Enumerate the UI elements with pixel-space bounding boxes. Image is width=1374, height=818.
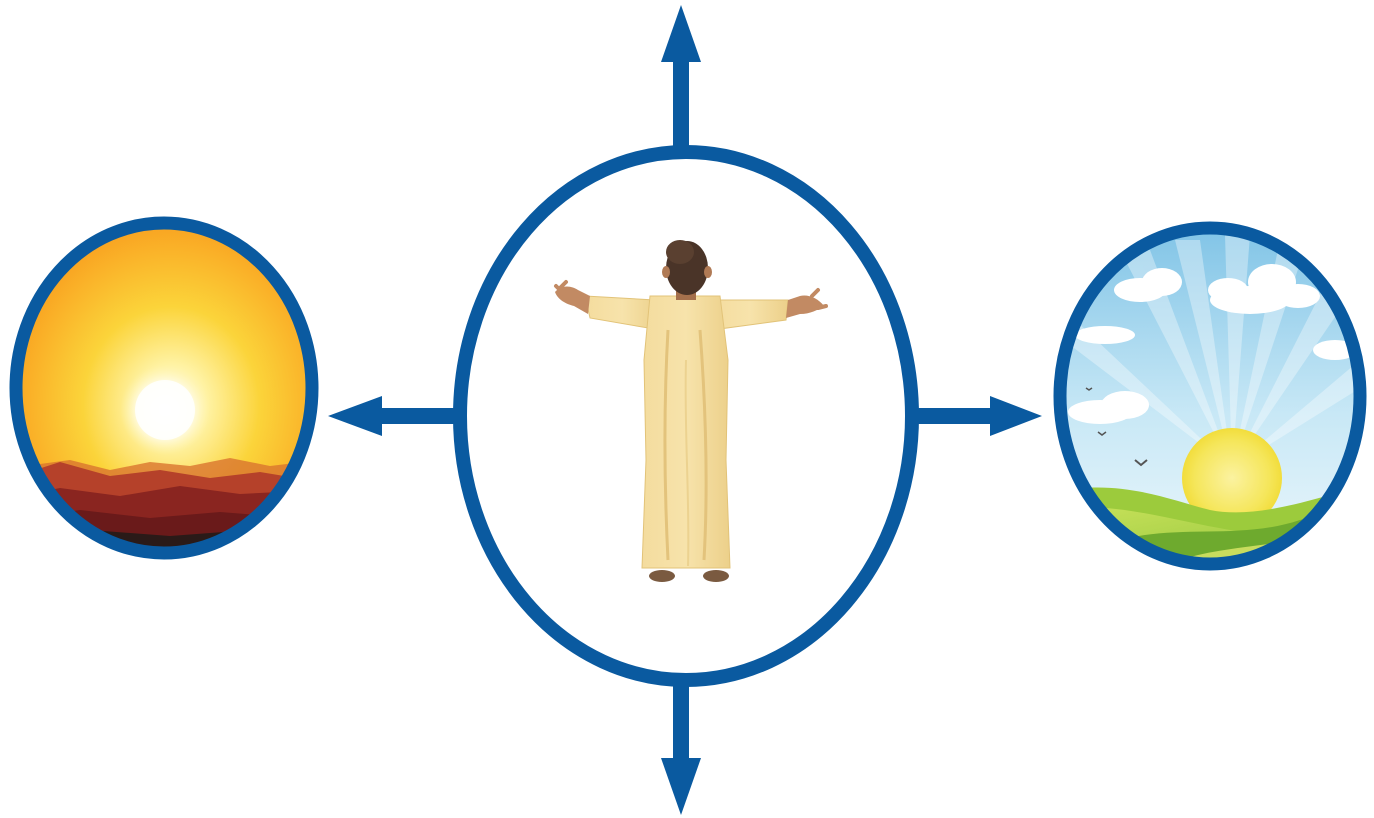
sunrise-icon	[1055, 222, 1365, 572]
arrow-left-icon	[328, 396, 460, 436]
sunset-icon	[10, 215, 320, 560]
arrow-up-icon	[661, 5, 701, 152]
arrow-down-icon	[661, 682, 701, 815]
arrow-right-icon	[912, 396, 1042, 436]
